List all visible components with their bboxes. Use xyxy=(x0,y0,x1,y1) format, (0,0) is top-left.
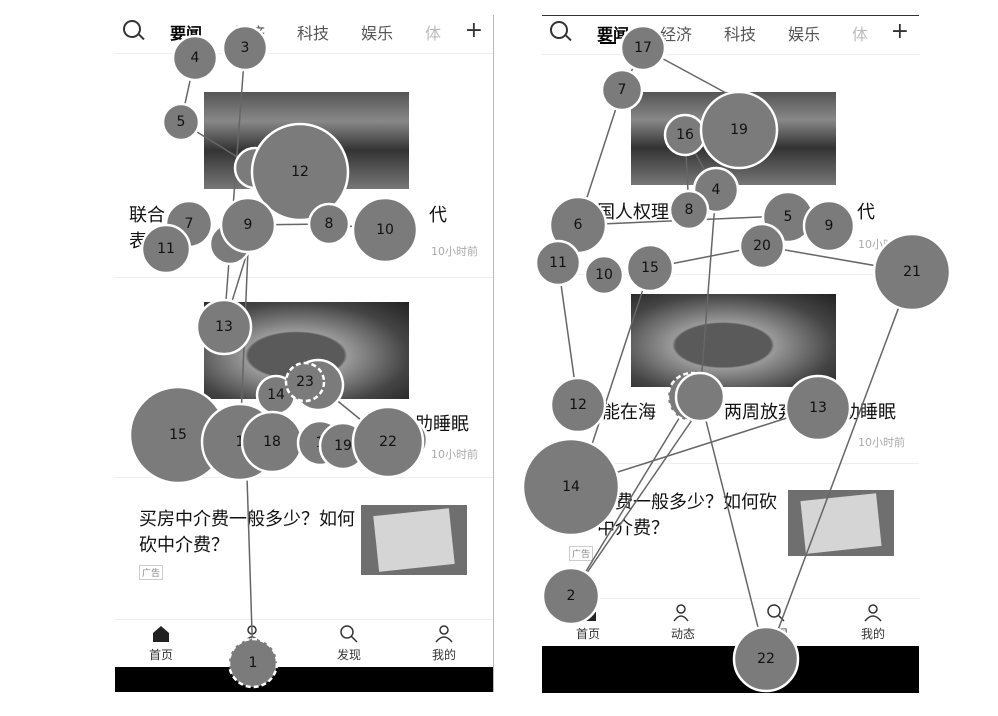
article-title-end[interactable]: 助睡眠 xyxy=(842,402,896,423)
nav-home-label: 首页 xyxy=(148,648,173,662)
ad-title[interactable]: 介费一般多少？如何砍中介费？ xyxy=(597,492,777,539)
bottom-nav: 首页 动态 发现 我的 xyxy=(115,619,493,668)
article-time: 10小时前 xyxy=(858,238,905,251)
plus-icon[interactable]: + xyxy=(890,19,909,44)
nav-home-label: 首页 xyxy=(575,627,600,641)
divider xyxy=(542,54,919,55)
search-nav-icon xyxy=(767,604,785,622)
tab-sports[interactable]: 体 xyxy=(852,25,869,44)
divider xyxy=(542,274,919,275)
nav-activity[interactable]: 动态 xyxy=(219,624,289,663)
divider xyxy=(115,277,493,278)
right-top-tabbar: 要闻 经济 科技 娱乐 体 + xyxy=(542,16,919,52)
ad-image[interactable] xyxy=(788,490,894,556)
ad-badge: 广告 xyxy=(139,565,164,580)
tab-entertainment[interactable]: 娱乐 xyxy=(361,24,394,43)
tab-headlines[interactable]: 要闻 xyxy=(170,24,203,43)
article-time: 10小时前 xyxy=(858,436,905,449)
tab-entertainment[interactable]: 娱乐 xyxy=(788,25,821,44)
bottom-nav: 首页 动态 发现 我的 xyxy=(542,598,919,647)
divider xyxy=(542,463,919,464)
search-nav-icon xyxy=(340,625,358,643)
article-title[interactable]: 国人权理 xyxy=(597,202,669,223)
article-title-end[interactable]: 代 xyxy=(429,205,447,226)
search-icon[interactable] xyxy=(123,20,141,38)
divider xyxy=(115,477,493,478)
system-bar xyxy=(115,667,493,692)
profile-icon xyxy=(864,604,882,622)
search-icon[interactable] xyxy=(550,21,568,39)
profile-icon xyxy=(435,625,453,643)
article-photo[interactable] xyxy=(631,92,836,185)
article-title-mid[interactable]: 两周放弃 xyxy=(724,402,796,423)
nav-discover[interactable]: 发现 xyxy=(314,624,384,663)
plus-icon[interactable]: + xyxy=(464,18,483,43)
article-title-end[interactable]: 代 xyxy=(857,202,875,223)
people-icon xyxy=(244,625,260,643)
article-title[interactable]: 能在海 xyxy=(602,402,656,423)
home-icon xyxy=(153,626,169,642)
nav-activity-label: 动态 xyxy=(241,648,266,662)
ad-image[interactable] xyxy=(361,505,467,575)
article-time: 10小时前 xyxy=(431,245,478,258)
nav-home[interactable]: 首页 xyxy=(126,624,196,663)
system-bar xyxy=(542,646,919,693)
article-time: 10小时前 xyxy=(431,448,478,461)
article-photo[interactable] xyxy=(204,92,409,189)
nav-activity[interactable]: 动态 xyxy=(648,603,718,642)
nav-me[interactable]: 我的 xyxy=(838,603,908,642)
tab-economy[interactable]: 经济 xyxy=(660,25,693,44)
active-tab-indicator xyxy=(600,42,616,44)
left-top-tabbar: 要闻 经济 科技 娱乐 体 + xyxy=(115,15,493,51)
nav-discover-label: 发现 xyxy=(336,648,361,662)
article-title-end[interactable]: 助睡眠 xyxy=(415,414,469,435)
nav-me[interactable]: 我的 xyxy=(409,624,479,663)
nav-discover[interactable]: 发现 xyxy=(741,603,811,642)
article-photo[interactable] xyxy=(204,302,409,399)
nav-home[interactable]: 首页 xyxy=(553,603,623,642)
right-phone-screen: 要闻 经济 科技 娱乐 体 + 国人权理 代 10小时前 能在海 两周放弃 助睡… xyxy=(542,15,919,693)
divider xyxy=(115,53,493,54)
tab-tech[interactable]: 科技 xyxy=(724,25,757,44)
article-photo[interactable] xyxy=(631,294,836,387)
article-title[interactable]: 联合 xyxy=(129,205,165,226)
tab-sports[interactable]: 体 xyxy=(425,24,442,43)
nav-me-label: 我的 xyxy=(860,627,885,641)
ad-badge: 广告 xyxy=(569,546,594,561)
people-icon xyxy=(673,604,689,622)
article-title-line2[interactable]: 表 xyxy=(129,231,147,252)
tab-tech[interactable]: 科技 xyxy=(297,24,330,43)
tab-economy[interactable]: 经济 xyxy=(233,24,266,43)
nav-me-label: 我的 xyxy=(431,648,456,662)
nav-discover-label: 发现 xyxy=(763,627,788,641)
nav-activity-label: 动态 xyxy=(670,627,695,641)
left-phone-screen: 要闻 经济 科技 娱乐 体 + 联合 代 表 10小时前 助睡眠 10小时前 买… xyxy=(115,15,494,692)
home-icon xyxy=(580,605,596,621)
ad-title[interactable]: 买房中介费一般多少？如何砍中介费？ xyxy=(139,509,355,556)
